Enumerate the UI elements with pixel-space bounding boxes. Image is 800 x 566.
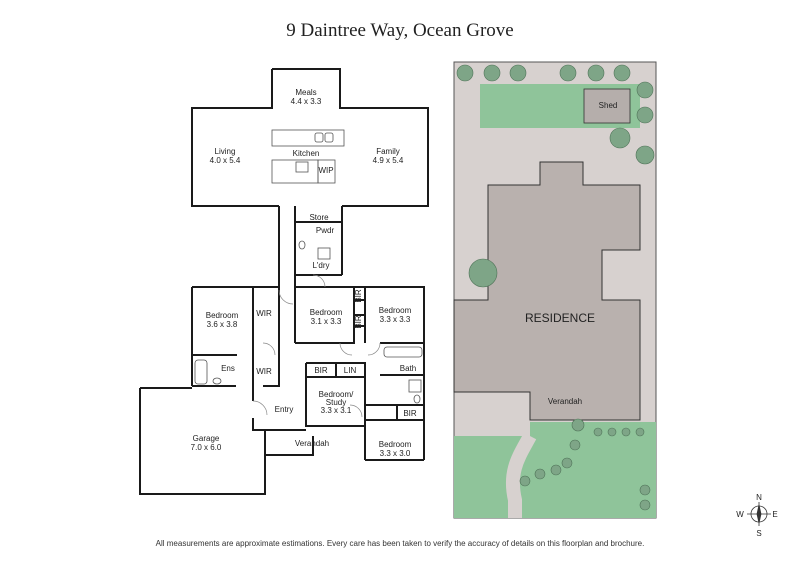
room-labels: Meals 4.4 x 3.3 Living 4.0 x 5.4 Kitchen… bbox=[191, 88, 778, 538]
compass-south: S bbox=[756, 529, 761, 538]
bedroom3-label: Bedroom bbox=[379, 306, 412, 315]
bath-label: Bath bbox=[400, 364, 416, 373]
bir-label: BIR bbox=[403, 409, 417, 418]
fixtures bbox=[194, 129, 423, 404]
meals-label: Meals bbox=[295, 88, 316, 97]
laundry-label: L'dry bbox=[312, 261, 329, 270]
study-dims: 3.3 x 3.1 bbox=[321, 406, 352, 415]
living-dims: 4.0 x 5.4 bbox=[210, 156, 241, 165]
kitchen-label: Kitchen bbox=[293, 149, 320, 158]
family-label: Family bbox=[376, 147, 400, 156]
bedroom4-dims: 3.3 x 3.0 bbox=[380, 449, 411, 458]
wip-label: WIP bbox=[318, 166, 333, 175]
compass-rose bbox=[747, 502, 771, 526]
wir-label: WIR bbox=[256, 309, 272, 318]
floorplan-walls bbox=[139, 68, 429, 495]
study-label-2: Study bbox=[326, 398, 346, 407]
page-title: 9 Daintree Way, Ocean Grove bbox=[286, 20, 514, 41]
ensuite-label: Ens bbox=[221, 364, 235, 373]
garage-dims: 7.0 x 6.0 bbox=[191, 443, 222, 452]
disclaimer-text: All measurements are approximate estimat… bbox=[155, 539, 645, 548]
master-bedroom-label: Bedroom bbox=[206, 311, 239, 320]
pwdr-label: Pwdr bbox=[316, 226, 335, 235]
bir-label: BIR bbox=[354, 289, 363, 303]
linen-label: LIN bbox=[344, 366, 357, 375]
shed-roof bbox=[583, 88, 631, 124]
study-label: Bedroom/ bbox=[319, 390, 354, 399]
bedroom3-dims: 3.3 x 3.3 bbox=[380, 315, 411, 324]
bir-label: BIR bbox=[354, 315, 363, 329]
garage-label: Garage bbox=[193, 434, 220, 443]
shed-label: Shed bbox=[599, 101, 618, 110]
family-dims: 4.9 x 5.4 bbox=[373, 156, 404, 165]
bedroom2-label: Bedroom bbox=[310, 308, 343, 317]
bedroom2-dims: 3.1 x 3.3 bbox=[311, 317, 342, 326]
store-label: Store bbox=[309, 213, 329, 222]
site-verandah-label: Verandah bbox=[548, 397, 582, 406]
master-bedroom-dims: 3.6 x 3.8 bbox=[207, 320, 238, 329]
compass-east: E bbox=[772, 510, 777, 519]
entry-label: Entry bbox=[275, 405, 294, 414]
meals-dims: 4.4 x 3.3 bbox=[291, 97, 322, 106]
bedroom4-label: Bedroom bbox=[379, 440, 412, 449]
site-plan bbox=[453, 61, 657, 519]
compass-north: N bbox=[756, 493, 762, 502]
residence-label: RESIDENCE bbox=[525, 311, 595, 325]
doors bbox=[252, 274, 381, 418]
wir-label: WIR bbox=[256, 367, 272, 376]
living-label: Living bbox=[215, 147, 236, 156]
driveway bbox=[505, 432, 537, 518]
trees bbox=[456, 64, 655, 511]
verandah-label: Verandah bbox=[295, 439, 329, 448]
compass-west: W bbox=[736, 510, 744, 519]
bir-label: BIR bbox=[314, 366, 328, 375]
